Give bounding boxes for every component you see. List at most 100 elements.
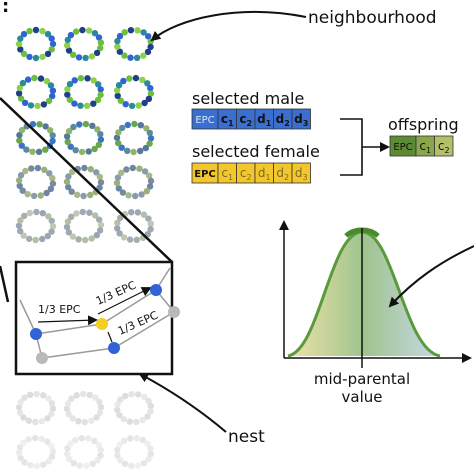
ring-node: [133, 54, 141, 61]
ring-node: [114, 37, 121, 45]
ring-node: [17, 217, 24, 224]
ring-node: [147, 85, 154, 92]
ring-node: [115, 139, 122, 147]
ring-node: [133, 236, 140, 243]
ring-node: [29, 121, 37, 128]
ring-node: [114, 446, 121, 453]
ring-node: [114, 406, 121, 414]
mid-parental-value-label: value: [342, 388, 383, 406]
ring-node: [48, 400, 56, 407]
ring-node: [21, 459, 28, 466]
ring-node: [65, 128, 73, 135]
ring-node: [116, 441, 123, 448]
ring-node: [84, 75, 91, 82]
ring-node: [72, 436, 79, 444]
ring-node: [120, 234, 128, 241]
ring-node: [44, 50, 52, 58]
genome-cell: c1: [217, 108, 237, 130]
ring-node: [48, 453, 56, 460]
ring-node: [73, 210, 80, 217]
ring-node: [117, 396, 124, 403]
nest-arrow: [138, 373, 227, 433]
ring-node: [82, 54, 89, 62]
ring-node: [48, 46, 55, 53]
ring-node: [86, 391, 93, 398]
ring-node: [63, 133, 71, 140]
ring-node: [16, 409, 24, 416]
mid-parental-plot: mid-parental value: [279, 220, 474, 406]
ring-node: [82, 120, 90, 128]
ring-node: [88, 235, 95, 242]
ring-node: [27, 391, 34, 398]
neighbourhood-arrow: [150, 11, 307, 42]
ring-node: [115, 82, 123, 89]
ring-node: [75, 418, 82, 425]
ring-node: [17, 454, 24, 462]
ring-node: [97, 39, 105, 46]
ring-node: [44, 415, 51, 422]
ring-node: [133, 418, 140, 426]
ring-node: [15, 90, 23, 97]
ring-node: [17, 227, 24, 235]
ring-node: [132, 74, 140, 82]
ring-node: [137, 147, 144, 155]
ring-node: [128, 462, 135, 469]
nest-inset: 1/3 EPC 1/3 EPC 1/3 EPC: [14, 260, 180, 376]
ring-node: [120, 77, 127, 85]
mid-parental-label: mid-parental: [314, 370, 410, 388]
ring-node: [15, 404, 23, 411]
ring-node: [83, 102, 91, 110]
colon-mark-icon: :: [2, 0, 9, 17]
ring-node: [94, 126, 101, 133]
ring-node: [67, 143, 74, 150]
genome-cell: c1: [217, 162, 237, 184]
ring-node: [96, 398, 103, 406]
genome-cell-box: [291, 108, 311, 130]
ring-node: [69, 51, 77, 58]
genome-cell: c1: [415, 135, 435, 157]
ring-node: [16, 444, 24, 451]
ring-node: [95, 34, 103, 41]
ring-node: [114, 92, 121, 100]
ring-node: [39, 210, 46, 217]
ring-node: [88, 53, 96, 60]
ring-node: [63, 223, 71, 231]
ring-node: [45, 213, 52, 220]
genome-cell: d1: [254, 162, 274, 184]
ring-node: [63, 405, 71, 412]
ring-node: [25, 436, 32, 443]
ring-node: [69, 415, 76, 422]
genome-cell-label: c1: [419, 139, 431, 155]
ring-node: [146, 183, 154, 190]
ring-node: [42, 146, 49, 153]
ring-node: [113, 134, 121, 141]
ring-node: [91, 30, 99, 37]
ring-node: [90, 77, 97, 84]
ring-node: [46, 170, 53, 177]
distribution-arrow: [388, 245, 474, 308]
ring-node: [93, 414, 100, 421]
ring-node: [146, 129, 153, 137]
ring-node: [16, 131, 23, 139]
ring-node: [64, 36, 72, 44]
genome-cell-label: EPC: [195, 115, 214, 126]
ring-node: [71, 77, 78, 84]
ring-node: [114, 174, 122, 181]
ring-node: [80, 192, 87, 200]
genome-cell: c2: [236, 162, 256, 184]
ring-node: [65, 229, 73, 236]
ring-node: [140, 29, 147, 36]
ring-node: [16, 137, 23, 144]
ring-node: [64, 91, 71, 98]
ring-node: [120, 416, 128, 423]
ring-node: [127, 54, 134, 61]
ring-node: [140, 52, 147, 59]
ring-node: [33, 208, 40, 216]
ring-node: [147, 177, 155, 185]
ring-node: [45, 395, 52, 402]
ring-node: [49, 132, 56, 139]
ring-node: [25, 417, 32, 424]
ring-node: [93, 49, 101, 57]
genome-cell: d2: [273, 162, 293, 184]
